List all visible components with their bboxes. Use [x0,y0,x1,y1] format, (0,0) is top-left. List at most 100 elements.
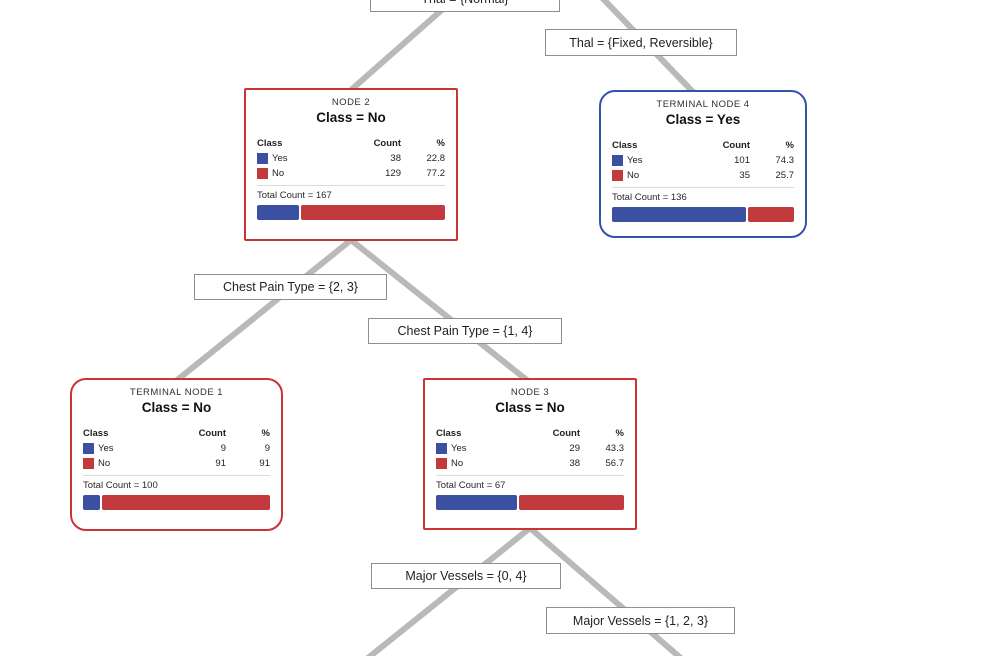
header-pct: % [785,140,794,151]
tree-terminal-node-1[interactable]: TERMINAL NODE 1 Class = No Class Count %… [70,378,283,531]
table-row-yes: Yes 101 74.3 [612,153,794,168]
node-title: NODE 2 [331,97,371,108]
row-pct: 22.8 [426,153,446,164]
tree-node-2[interactable]: NODE 2 Class = No Class Count % Yes 38 2… [244,88,458,241]
edge-label-text: Thal = {Fixed, Reversible} [569,35,713,50]
class-proportion-bar [257,205,445,220]
row-pct: 91 [259,458,270,469]
node-title: TERMINAL NODE 4 [656,99,750,110]
header-count: Count [198,428,226,439]
edge-label-thal-fixed-reversible[interactable]: Thal = {Fixed, Reversible} [545,29,737,56]
bar-segment-no [518,495,624,510]
header-class: Class [436,428,462,439]
table-header-row: Class Count % [436,426,624,441]
row-label: Yes [451,443,467,454]
edge-label-chest-pain-1-4[interactable]: Chest Pain Type = {1, 4} [368,318,562,344]
total-count-label: Total Count = 167 [257,190,332,201]
row-label: Yes [627,155,643,166]
bar-segment-no [301,205,445,220]
header-pct: % [261,428,270,439]
total-count-label: Total Count = 100 [83,480,158,491]
class-distribution-table: Class Count % Yes 101 74.3 No 35 25.7 [612,138,794,183]
table-row-yes: Yes 29 43.3 [436,441,624,456]
row-count: 101 [734,155,750,166]
table-row-yes: Yes 38 22.8 [257,151,445,166]
edge-label-major-vessels-0-4[interactable]: Major Vessels = {0, 4} [371,563,561,589]
row-pct: 9 [264,443,270,454]
total-count-label: Total Count = 136 [612,192,687,203]
row-count: 91 [215,458,226,469]
row-label: No [272,168,285,179]
row-pct: 56.7 [605,458,625,469]
yes-color-swatch [612,155,623,166]
header-pct: % [436,138,445,149]
divider [612,187,794,188]
header-count: Count [552,428,580,439]
table-header-row: Class Count % [257,136,445,151]
row-count: 129 [385,168,401,179]
node-class-label: Class = No [495,400,565,415]
node-class-label: Class = No [316,110,386,125]
class-proportion-bar [83,495,270,510]
edge-node3-to-right-child [528,525,683,656]
table-header-row: Class Count % [83,426,270,441]
table-row-no: No 129 77.2 [257,166,445,181]
bar-segment-yes [83,495,100,510]
table-row-yes: Yes 9 9 [83,441,270,456]
row-label: No [98,458,111,469]
node-class-label: Class = No [141,400,212,415]
header-count: Count [373,138,401,149]
bar-segment-no [101,495,270,510]
edge-label-text: Major Vessels = {0, 4} [405,569,527,583]
edge-label-thal-normal[interactable]: Thal = {Normal} [370,0,560,12]
row-pct: 74.3 [775,155,795,166]
edge-node3-to-left-child [365,525,532,656]
edge-node2-to-node3 [349,237,530,384]
header-class: Class [83,428,109,439]
no-color-swatch [257,168,268,179]
row-pct: 25.7 [775,170,795,181]
divider [436,475,624,476]
header-count: Count [722,140,750,151]
table-header-row: Class Count % [612,138,794,153]
header-class: Class [257,138,283,149]
bar-segment-yes [612,207,746,222]
total-count-label: Total Count = 67 [436,480,506,491]
class-proportion-bar [436,495,624,510]
divider [257,185,445,186]
edge-label-text: Thal = {Normal} [421,0,508,6]
edge-label-major-vessels-1-2-3[interactable]: Major Vessels = {1, 2, 3} [546,607,735,634]
bar-segment-yes [257,205,300,220]
class-distribution-table: Class Count % Yes 9 9 No 91 91 [83,426,270,471]
node-title: NODE 3 [510,387,550,398]
class-proportion-bar [612,207,794,222]
no-color-swatch [612,170,623,181]
table-row-no: No 91 91 [83,456,270,471]
row-label: No [451,458,464,469]
bar-segment-no [747,207,794,222]
row-count: 38 [569,458,580,469]
no-color-swatch [83,458,94,469]
divider [83,475,270,476]
edge-label-chest-pain-2-3[interactable]: Chest Pain Type = {2, 3} [194,274,387,300]
node-class-label: Class = Yes [665,112,741,127]
row-label: Yes [98,443,114,454]
yes-color-swatch [436,443,447,454]
edge-root-to-node2 [349,0,458,93]
tree-terminal-node-4[interactable]: TERMINAL NODE 4 Class = Yes Class Count … [599,90,807,238]
yes-color-swatch [257,153,268,164]
no-color-swatch [436,458,447,469]
row-count: 38 [390,153,401,164]
tree-node-3[interactable]: NODE 3 Class = No Class Count % Yes 29 4… [423,378,637,530]
row-pct: 77.2 [426,168,446,179]
header-pct: % [615,428,624,439]
row-label: No [627,170,640,181]
bar-segment-yes [436,495,517,510]
class-distribution-table: Class Count % Yes 38 22.8 No 129 77.2 [257,136,445,181]
edge-label-text: Chest Pain Type = {2, 3} [223,280,358,294]
table-row-no: No 35 25.7 [612,168,794,183]
node-title: TERMINAL NODE 1 [129,387,224,398]
header-class: Class [612,140,638,151]
row-label: Yes [272,153,288,164]
